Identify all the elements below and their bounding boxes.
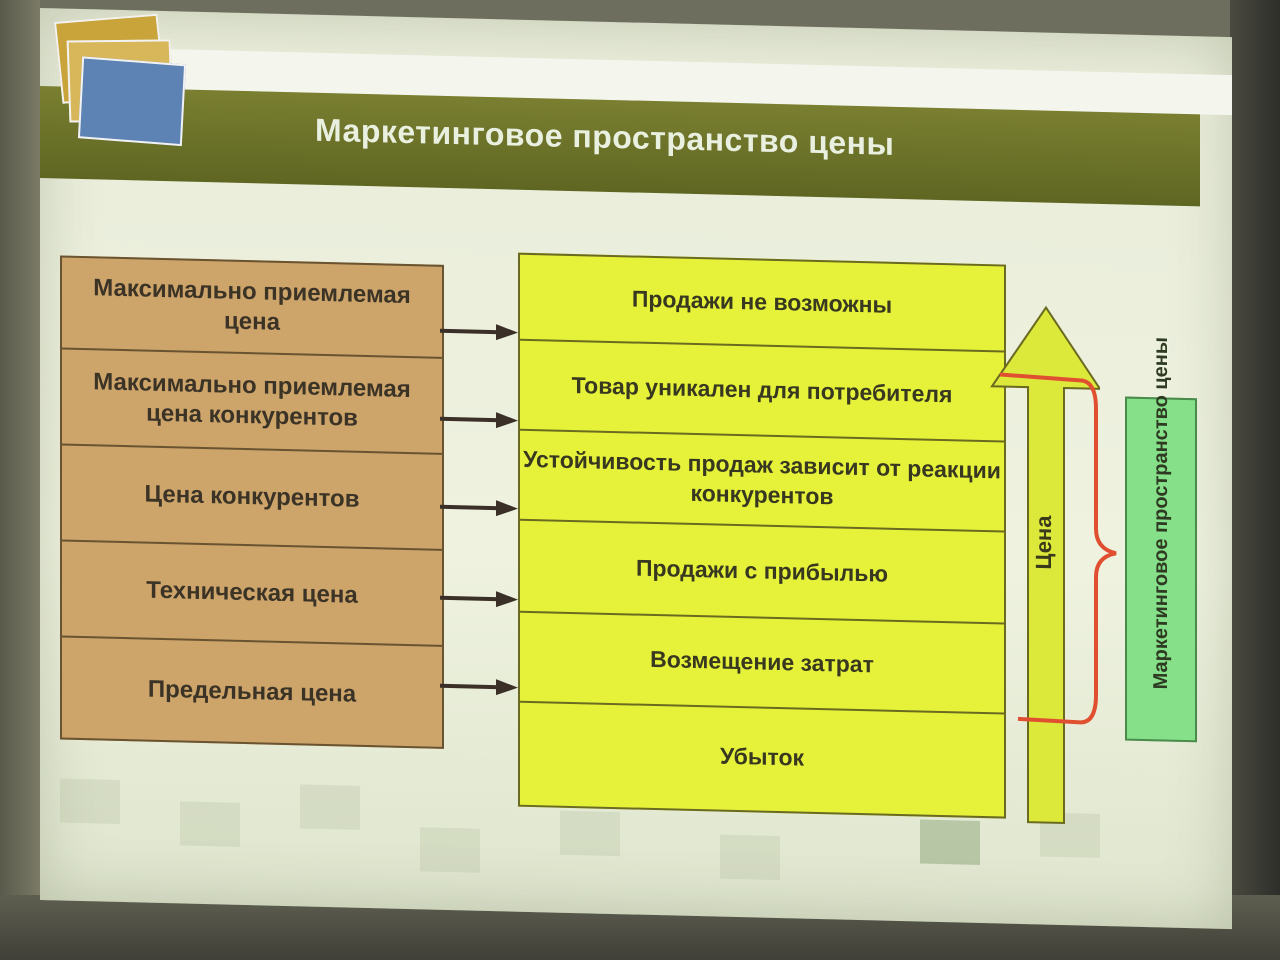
arrow-right-icon xyxy=(440,324,518,341)
zone-6: Убыток xyxy=(719,742,805,771)
zone-2: Товар уникален для потребителя xyxy=(520,340,1004,443)
red-bracket-icon xyxy=(1000,372,1117,725)
projector-wall-right xyxy=(1230,0,1280,960)
bg-tile xyxy=(920,819,980,865)
price-level-4: Техническая цена xyxy=(62,541,442,647)
slide: Маркетинговое пространство цены Максимал… xyxy=(40,8,1232,930)
bg-tile xyxy=(560,810,620,857)
arrow-right-icon xyxy=(440,591,518,608)
bg-tile xyxy=(300,784,360,830)
price-levels-column: Максимально приемлемая цена Максимально … xyxy=(60,255,444,749)
zone-4: Продажи с прибылью xyxy=(520,520,1004,625)
zone-1: Продажи не возможны xyxy=(520,254,1004,353)
price-axis-label: Цена xyxy=(1031,515,1057,570)
price-level-5: Предельная цена xyxy=(147,675,357,708)
decorative-photo-stack-icon xyxy=(46,8,196,152)
price-level-3: Цена конкурентов xyxy=(62,445,442,551)
zone-3: Устойчивость продаж зависит от реакции к… xyxy=(520,430,1004,533)
bg-tile xyxy=(60,778,120,824)
projector-wall-left xyxy=(0,0,40,960)
bg-tile xyxy=(180,801,240,847)
marketing-space-label: Маркетинговое пространство цены xyxy=(1125,337,1197,743)
arrow-right-icon xyxy=(440,500,518,517)
zone-5: Возмещение затрат xyxy=(520,612,1004,715)
price-level-1: Максимально приемлемая цена xyxy=(62,257,442,359)
bg-tile xyxy=(420,827,480,873)
bg-tile xyxy=(720,834,780,881)
arrow-right-icon xyxy=(440,679,518,696)
arrow-right-icon xyxy=(440,412,518,429)
price-zones-column: Продажи не возможны Товар уникален для п… xyxy=(518,252,1006,819)
price-level-2: Максимально приемлемая цена конкурентов xyxy=(62,349,442,455)
